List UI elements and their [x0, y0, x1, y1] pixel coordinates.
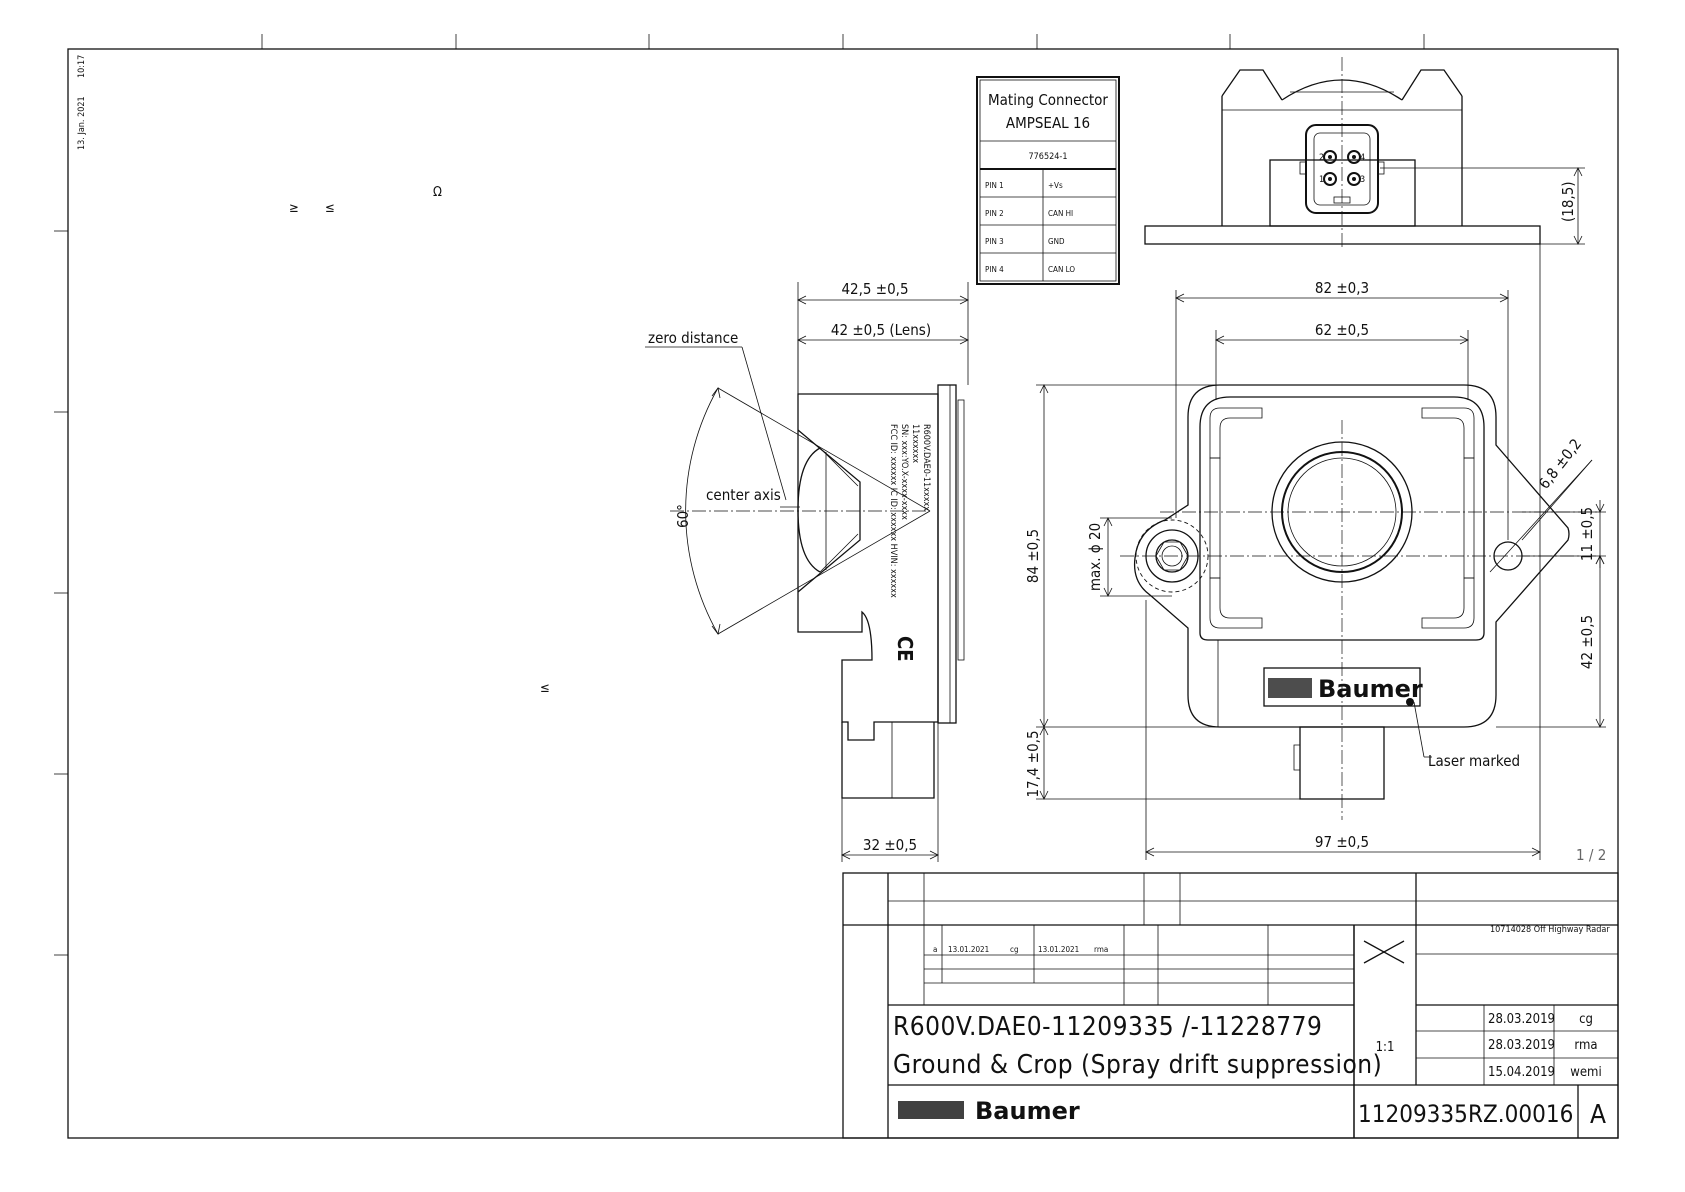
print-date: 13. Jan. 2021: [77, 96, 87, 150]
title-block: [842, 872, 1619, 1139]
sheet-revision: A: [1590, 1100, 1606, 1130]
pin-signal: CAN HI: [1048, 209, 1073, 218]
dim-62: 62 ±0,5: [1315, 321, 1369, 339]
dim-42-5: 42,5 ±0,5: [841, 280, 908, 298]
top-view: [1144, 57, 1585, 250]
pin-label: PIN 4: [985, 265, 1004, 274]
revision-date: 13.01.2021: [948, 945, 989, 954]
dim-42: 42 ±0,5: [1578, 615, 1596, 669]
sheet-number: 1 / 2: [1576, 846, 1606, 864]
revision-check-date: 13.01.2021: [1038, 945, 1079, 954]
front-brand-logo: Baumer: [1318, 675, 1423, 703]
dim-32: 32 ±0,5: [863, 836, 917, 854]
pin-signal: CAN LO: [1048, 265, 1075, 274]
dim-17-4: 17,4 ±0,5: [1024, 730, 1042, 797]
connector-pin-4: 4: [1360, 153, 1365, 163]
drawing-number: 11209335: [1358, 1100, 1468, 1128]
less-equal-symbol: ≤: [325, 201, 335, 216]
document-code: RZ.00016: [1468, 1100, 1573, 1128]
approval-by: wemi: [1570, 1065, 1601, 1080]
reference-number: 10714028 Off Highway Radar: [1490, 925, 1610, 935]
pin-label: PIN 1: [985, 181, 1004, 190]
less-equal-symbol-2: ≤: [540, 681, 550, 696]
mating-connector-table: [976, 76, 1120, 285]
revision-letter: a: [933, 945, 937, 954]
label-line: 11xxxxxx: [910, 424, 920, 463]
connector-pin-3: 3: [1360, 175, 1365, 185]
dim-max-diameter: max. ϕ 20: [1086, 523, 1104, 591]
greater-equal-symbol: ≥: [289, 201, 299, 216]
connector-pin-2: 2: [1319, 153, 1324, 163]
drawing-subtitle: Ground & Crop (Spray drift suppression): [893, 1050, 1382, 1080]
dim-11: 11 ±0,5: [1578, 507, 1596, 561]
dim-42-lens: 42 ±0,5 (Lens): [831, 321, 931, 339]
dim-97: 97 ±0,5: [1315, 833, 1369, 851]
dim-84: 84 ±0,5: [1024, 529, 1042, 583]
revision-checker: rma: [1094, 945, 1108, 954]
dim-6-8: 6,8 ±0,2: [1535, 435, 1585, 492]
zero-distance-label: zero distance: [648, 329, 738, 347]
mating-model: AMPSEAL 16: [1006, 114, 1090, 132]
scale-value: 1:1: [1376, 1040, 1395, 1055]
drawing-title: R600V.DAE0-11209335 /-11228779: [893, 1012, 1322, 1042]
side-view: [645, 282, 969, 862]
front-view: [1036, 244, 1606, 860]
approval-date: 15.04.2019: [1488, 1065, 1555, 1080]
pin-signal: GND: [1048, 237, 1065, 246]
approval-date: 28.03.2019: [1488, 1038, 1555, 1053]
angle-label: 60°: [674, 504, 692, 528]
approval-by: cg: [1579, 1012, 1593, 1027]
pin-label: PIN 2: [985, 209, 1004, 218]
pin-label: PIN 3: [985, 237, 1004, 246]
approval-by: rma: [1574, 1038, 1597, 1053]
approval-date: 28.03.2019: [1488, 1012, 1555, 1027]
print-time: 10:17: [77, 55, 87, 78]
dim-18-5: (18,5): [1559, 181, 1577, 222]
revision-author: cg: [1010, 945, 1019, 954]
ohm-symbol: Ω: [433, 185, 442, 200]
mating-part-number: 776524-1: [1029, 152, 1068, 162]
pin-signal: +Vs: [1048, 181, 1063, 190]
dim-82: 82 ±0,3: [1315, 279, 1369, 297]
label-line: FCC ID: xxxxxx IC ID: xxxxxx HVIN: xxxxx…: [888, 424, 898, 598]
mating-title: Mating Connector: [988, 91, 1108, 109]
label-line: SN: xxx:YO.X-xxxx-xxxx: [899, 424, 909, 520]
center-axis-label: center axis: [706, 486, 781, 504]
title-brand-logo: Baumer: [975, 1097, 1080, 1125]
label-line: R600V.DAE0-11xxxxx: [921, 424, 931, 511]
laser-marked-label: Laser marked: [1428, 752, 1520, 770]
ce-mark: CE: [893, 636, 917, 662]
drawing-frame: [54, 34, 1619, 1139]
product-label: R600V.DAE0-11xxxxx 11xxxxxx SN: xxx:YO.X…: [888, 424, 931, 598]
connector-pin-1: 1: [1319, 175, 1324, 185]
